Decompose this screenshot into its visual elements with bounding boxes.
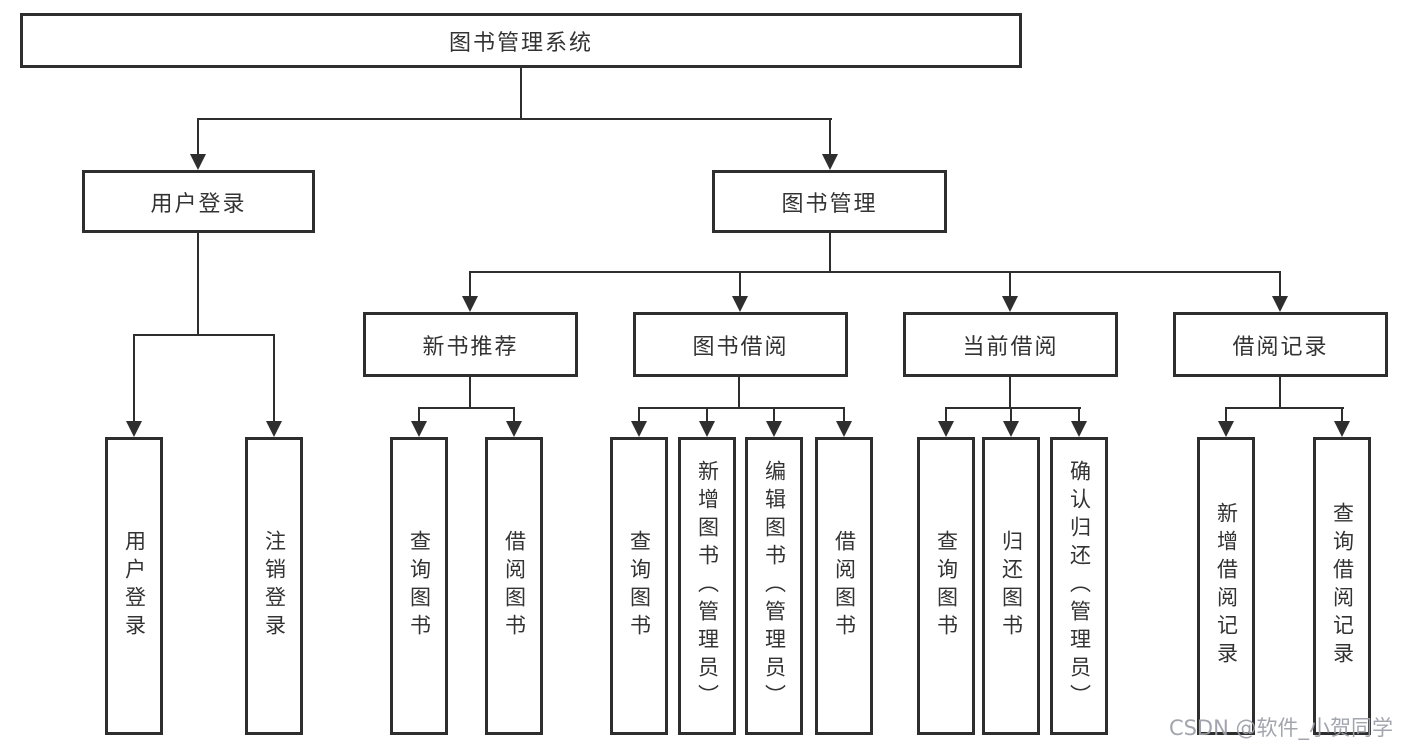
connector-new-book-stem (469, 376, 471, 409)
connector-root-stem (520, 68, 522, 119)
leaf-br-add-record: 新增借阅记录 (1197, 437, 1255, 735)
node-book-borrow-label: 图书借阅 (692, 334, 789, 360)
connector-drop-leaf (945, 407, 947, 422)
node-borrow-records-label: 借阅记录 (1232, 334, 1329, 360)
arrow-down-icon (699, 421, 715, 437)
connector-borrow-records-rail (1225, 407, 1344, 409)
connector-user-login-stem (197, 233, 199, 336)
arrow-down-icon (1218, 421, 1234, 437)
leaf-nb-borrow-books: 借阅图书 (485, 437, 543, 735)
connector-drop-leaf (843, 407, 845, 422)
arrow-down-icon (1002, 296, 1018, 312)
connector-book-borrow-stem (738, 376, 740, 409)
connector-drop-leaf (1078, 407, 1080, 422)
leaf-user-login: 用户登录 (105, 437, 163, 735)
leaf-label: 用户登录 (122, 530, 147, 642)
connector-drop-book-borrow (739, 271, 741, 297)
connector-drop-new-book (469, 271, 471, 297)
connector-drop-leaf (638, 407, 640, 422)
leaf-cb-confirm-return-admin: 确认归还（管理员） (1050, 437, 1108, 735)
leaf-bb-query-books: 查询图书 (610, 437, 668, 735)
leaf-label: 借阅图书 (832, 530, 857, 642)
connector-new-book-rail (418, 407, 515, 409)
leaf-label: 确认归还（管理员） (1067, 460, 1092, 712)
connector-drop-user-login (197, 118, 199, 155)
node-book-management-label: 图书管理 (781, 191, 878, 217)
leaf-bb-add-books-admin: 新增图书（管理员） (678, 437, 736, 735)
arrow-down-icon (266, 421, 282, 437)
connector-drop-leaf (773, 407, 775, 422)
arrow-down-icon (411, 421, 427, 437)
arrow-down-icon (732, 296, 748, 312)
node-new-book-recommend: 新书推荐 (363, 312, 578, 377)
leaf-label: 查询图书 (407, 530, 432, 642)
node-user-login: 用户登录 (82, 170, 315, 233)
connector-user-login-rail (133, 334, 275, 336)
leaf-label: 新增图书（管理员） (695, 460, 720, 712)
arrow-down-icon (631, 421, 647, 437)
connector-drop-leaf (418, 407, 420, 422)
connector-drop-book-management (829, 118, 831, 155)
connector-drop-leaf (1010, 407, 1012, 422)
node-user-login-label: 用户登录 (150, 191, 247, 217)
connector-drop-leaf (513, 407, 515, 422)
connector-drop-leaf (1225, 407, 1227, 422)
node-new-book-recommend-label: 新书推荐 (422, 334, 519, 360)
leaf-bb-borrow-books: 借阅图书 (815, 437, 873, 735)
arrow-down-icon (1334, 421, 1350, 437)
arrow-down-icon (1003, 421, 1019, 437)
leaf-bb-edit-books-admin: 编辑图书（管理员） (745, 437, 803, 735)
arrow-down-icon (766, 421, 782, 437)
connector-book-borrow-rail (638, 407, 845, 409)
connector-drop-borrow-records (1279, 271, 1281, 297)
arrow-down-icon (1071, 421, 1087, 437)
leaf-nb-query-books: 查询图书 (390, 437, 448, 735)
connector-drop-leaf (133, 334, 135, 422)
arrow-down-icon (836, 421, 852, 437)
connector-drop-current-borrow (1009, 271, 1011, 297)
arrow-down-icon (506, 421, 522, 437)
leaf-logout: 注销登录 (245, 437, 303, 735)
leaf-label: 借阅图书 (502, 530, 527, 642)
arrow-down-icon (1272, 296, 1288, 312)
node-root-label: 图书管理系统 (448, 30, 593, 56)
connector-root-rail (197, 118, 832, 120)
arrow-down-icon (822, 154, 838, 170)
leaf-label: 查询借阅记录 (1330, 502, 1355, 670)
node-current-borrow-label: 当前借阅 (962, 334, 1059, 360)
arrow-down-icon (462, 296, 478, 312)
connector-book-management-rail (469, 271, 1281, 273)
leaf-cb-query-books: 查询图书 (917, 437, 975, 735)
node-borrow-records: 借阅记录 (1173, 312, 1388, 377)
node-book-borrow: 图书借阅 (633, 312, 848, 377)
connector-drop-leaf (1341, 407, 1343, 422)
leaf-label: 查询图书 (627, 530, 652, 642)
csdn-watermark: CSDN @软件_小贺同学 (1168, 716, 1393, 740)
arrow-down-icon (190, 154, 206, 170)
leaf-label: 注销登录 (262, 530, 287, 642)
leaf-label: 新增借阅记录 (1214, 502, 1239, 670)
node-root: 图书管理系统 (20, 13, 1022, 68)
arrow-down-icon (126, 421, 142, 437)
connector-drop-leaf (706, 407, 708, 422)
connector-current-borrow-stem (1009, 376, 1011, 409)
connector-book-management-stem (829, 233, 831, 273)
leaf-br-query-record: 查询借阅记录 (1313, 437, 1371, 735)
node-current-borrow: 当前借阅 (903, 312, 1118, 377)
leaf-cb-return-books: 归还图书 (982, 437, 1040, 735)
leaf-label: 编辑图书（管理员） (762, 460, 787, 712)
connector-borrow-records-stem (1279, 376, 1281, 409)
node-book-management: 图书管理 (712, 170, 947, 233)
connector-drop-leaf (273, 334, 275, 422)
arrow-down-icon (938, 421, 954, 437)
leaf-label: 归还图书 (999, 530, 1024, 642)
leaf-label: 查询图书 (934, 530, 959, 642)
connector-current-borrow-rail (945, 407, 1081, 409)
